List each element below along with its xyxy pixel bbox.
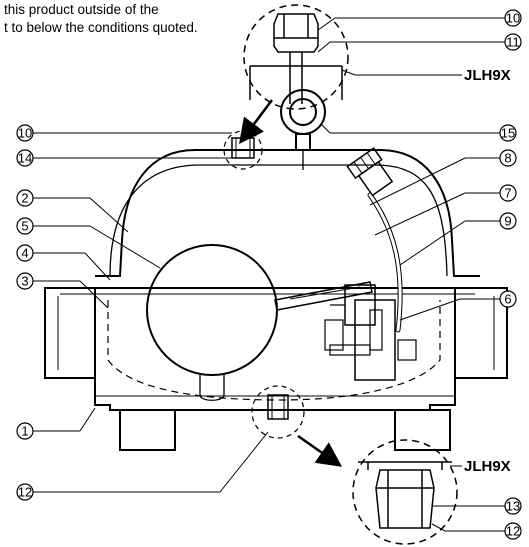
callout-9: 9: [499, 212, 517, 230]
callout-7: 7: [499, 184, 517, 202]
callout-6: 6: [499, 290, 517, 308]
callout-11: 11: [504, 33, 522, 51]
callout-12-detail: 12: [504, 522, 522, 540]
callout-5: 5: [16, 217, 34, 235]
callout-13-text: 13: [506, 499, 520, 514]
leader-lines: [33, 17, 505, 532]
bottom-detail-dashed-circle: [352, 439, 458, 545]
callout-12-body: 12: [16, 483, 34, 501]
callout-3-text: 3: [21, 274, 28, 289]
callout-6-text: 6: [504, 292, 511, 307]
callout-10-body-text: 10: [18, 126, 32, 141]
top-detail-model-label: JLH9X: [464, 67, 511, 84]
callout-13: 13: [504, 497, 522, 515]
callout-9-text: 9: [504, 214, 511, 229]
trap-body: [44, 89, 508, 451]
top-detail-arrow: [239, 99, 273, 144]
callout-15-text: 15: [501, 126, 515, 141]
callout-3: 3: [16, 272, 34, 290]
note-line-1: this product outside of the: [4, 2, 159, 17]
top-detail-view: [243, 4, 349, 110]
callout-8: 8: [499, 149, 517, 167]
top-detail-dashed-circle: [243, 4, 349, 110]
callout-1-text: 1: [21, 424, 28, 439]
callout-11-text: 11: [506, 35, 520, 50]
callout-10-top-detail: 10: [504, 9, 522, 27]
callout-bubbles: 10 11 10 14 2 5 4 3: [16, 9, 522, 540]
callout-12-detail-text: 12: [506, 524, 520, 539]
bottom-detail-model-label: JLH9X: [464, 458, 511, 475]
bottom-detail-view: [352, 439, 458, 545]
callout-2-text: 2: [21, 191, 28, 206]
callout-10-top-detail-text: 10: [506, 11, 520, 26]
callout-14-text: 14: [18, 151, 32, 166]
callout-5-text: 5: [21, 219, 28, 234]
callout-12-body-text: 12: [18, 485, 32, 500]
bottom-detail-arrow: [297, 434, 343, 467]
note-line-2: t to below the conditions quoted.: [4, 20, 198, 35]
callout-1: 1: [16, 422, 34, 440]
callout-4: 4: [16, 244, 34, 262]
callout-8-text: 8: [504, 151, 511, 166]
callout-2: 2: [16, 189, 34, 207]
callout-14: 14: [16, 149, 34, 167]
callout-4-text: 4: [21, 246, 28, 261]
callout-10-body: 10: [16, 124, 34, 142]
callout-7-text: 7: [504, 186, 511, 201]
callout-15: 15: [499, 124, 517, 142]
